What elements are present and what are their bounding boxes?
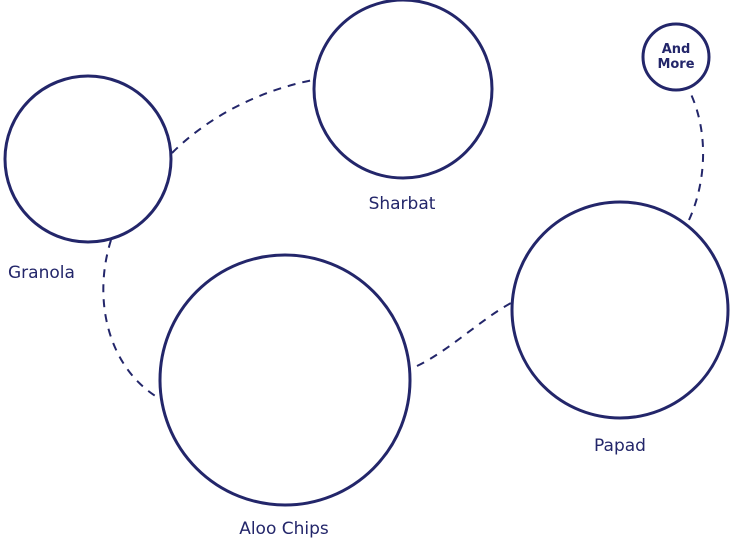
- node-granola-label: Granola: [8, 263, 75, 283]
- connector-aloo-chips-papad: [416, 302, 512, 367]
- node-aloo-chips: Aloo Chips: [158, 253, 412, 539]
- node-sharbat-circle: [312, 0, 494, 180]
- node-papad-label: Papad: [594, 436, 646, 456]
- node-aloo-chips-label: Aloo Chips: [239, 519, 329, 539]
- node-and-more-label-line2: More: [657, 57, 694, 72]
- node-sharbat: Sharbat: [312, 0, 494, 214]
- node-aloo-chips-circle: [158, 253, 412, 507]
- node-sharbat-label: Sharbat: [369, 194, 436, 214]
- node-granola-circle: [3, 74, 173, 244]
- node-and-more: And More: [641, 22, 711, 92]
- node-papad: Papad: [510, 200, 730, 456]
- connector-granola-aloo-chips: [102, 239, 163, 401]
- connector-granola-sharbat: [171, 79, 314, 154]
- node-and-more-circle: [641, 22, 711, 92]
- node-granola: Granola: [3, 74, 173, 283]
- node-papad-circle: [510, 200, 730, 420]
- node-and-more-label-line1: And: [662, 42, 691, 57]
- connector-papad-and-more: [688, 91, 704, 221]
